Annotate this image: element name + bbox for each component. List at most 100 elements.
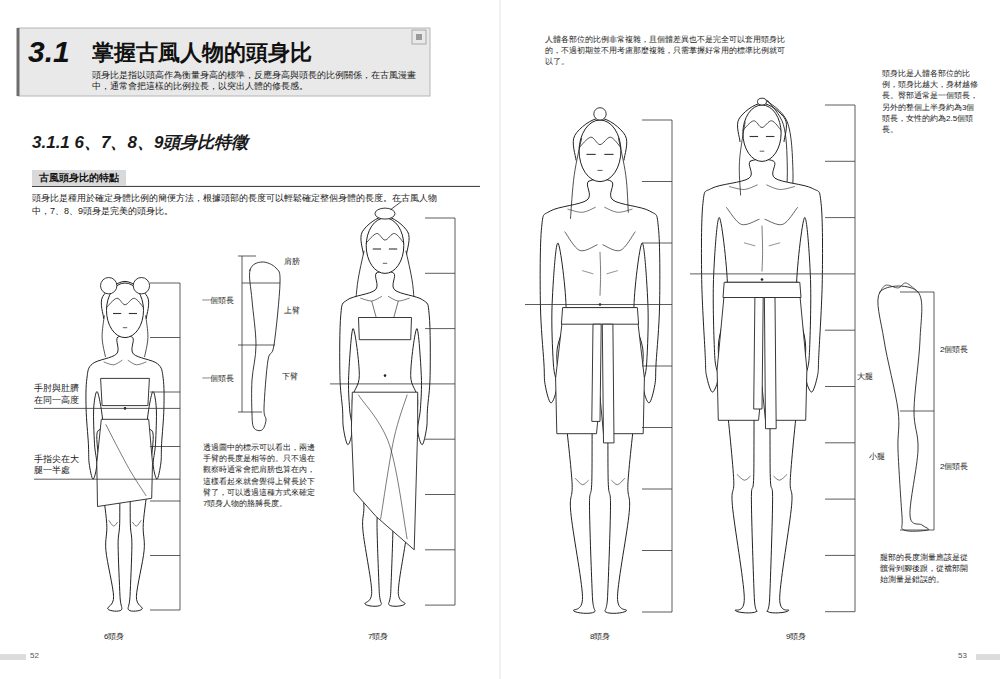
- body-text: 頭身比是種用於確定身體比例的簡便方法，根據頭部的長度可以輕鬆確定整個身體的長度。…: [32, 192, 452, 217]
- corner-ornament: [416, 34, 422, 40]
- part-name: 上臂: [284, 306, 300, 316]
- hair-bangs: [366, 233, 404, 242]
- measure-tick: [900, 292, 934, 293]
- hair-bangs: [579, 137, 621, 148]
- collarbone: [104, 360, 122, 364]
- knee-line: [774, 475, 787, 481]
- measure-line: [455, 218, 456, 605]
- hanging-sash: [592, 324, 601, 421]
- long-wrap-skirt: [351, 392, 417, 550]
- hair-strand: [571, 139, 582, 219]
- title-panel: [18, 28, 430, 96]
- mouth: [123, 327, 127, 328]
- collarbone: [361, 297, 382, 302]
- intro-text: 頭身比是指以頭高作為衡量身高的標準，反應身高與頭長的比例關係，在古風漫畫中，通常…: [92, 70, 422, 93]
- measure-line: [855, 105, 856, 612]
- side-lock: [145, 316, 148, 357]
- hanging-sash: [602, 324, 614, 443]
- title-accent: [17, 28, 20, 96]
- note-text: 腿部的長度測量應該是從髖骨到腳後跟，從襠部開始測量是錯誤的。: [880, 552, 972, 586]
- head: [579, 120, 621, 182]
- collarbone: [128, 360, 146, 364]
- belt: [561, 308, 638, 325]
- knee-line: [612, 479, 625, 485]
- measure-tick: [825, 161, 855, 162]
- abdomen-line: [583, 271, 594, 274]
- figure-caption: 6頭身: [104, 632, 124, 642]
- chapter-title: 掌握古風人物的頭身比: [92, 40, 312, 66]
- measure-tick: [825, 611, 855, 612]
- chest-wrap: [359, 318, 412, 340]
- annotation: 手肘與肚臍在同一高度: [34, 383, 81, 406]
- navel: [761, 278, 764, 281]
- strap: [372, 301, 377, 318]
- topknot: [594, 108, 606, 120]
- chest-line: [765, 208, 798, 225]
- navel: [384, 374, 387, 377]
- body-outline: [701, 159, 822, 613]
- measure-tick: [425, 549, 455, 550]
- measure-tick: [642, 489, 672, 490]
- chest-line: [565, 232, 597, 251]
- measure-tick: [825, 386, 855, 387]
- collarbone: [767, 185, 795, 190]
- hair-bangs: [743, 121, 781, 131]
- page-number: 52: [30, 651, 39, 661]
- abdomen-line: [600, 252, 602, 295]
- measure-tick: [330, 383, 455, 384]
- body-outline: [540, 179, 660, 613]
- figure-caption: 9頭身: [786, 632, 806, 642]
- hair-strand: [739, 122, 745, 195]
- hair-strand: [619, 139, 629, 213]
- measure-tick: [642, 120, 672, 121]
- eye: [587, 154, 596, 155]
- dimension: 2個頭長: [940, 462, 968, 472]
- measure-tick: [900, 411, 934, 412]
- collarbone: [389, 297, 410, 302]
- measure-tick: [242, 283, 280, 284]
- note-text: 人體各部位的比例非常複雜，且個體差異也不是完全可以套用頭身比的，不過初期並不用考…: [545, 34, 785, 68]
- leader-line: [34, 408, 180, 409]
- part-name: 大腿: [857, 372, 873, 382]
- measure-tick: [425, 328, 455, 329]
- leader-line: [34, 479, 180, 480]
- mouth: [598, 170, 603, 171]
- leg-drawing: [878, 286, 929, 531]
- measure-line: [242, 256, 243, 412]
- dimension: 一個頭長: [202, 374, 234, 384]
- abdomen-line: [762, 226, 764, 271]
- measure-tick: [150, 337, 180, 338]
- measure-tick: [150, 501, 180, 502]
- measure-tick: [825, 330, 855, 331]
- measure-tick: [150, 283, 180, 284]
- measure-tick: [825, 499, 855, 500]
- strap: [394, 301, 399, 318]
- wrap-skirt: [97, 419, 153, 506]
- measure-tick: [525, 304, 672, 305]
- measure-tick: [690, 273, 855, 274]
- shorts: [717, 282, 807, 420]
- measure-tick: [238, 345, 275, 346]
- section-number: 3.1: [28, 34, 70, 70]
- body-outline: [86, 335, 164, 611]
- corner-ornament: [412, 30, 426, 44]
- measure-tick: [150, 555, 180, 556]
- measure-tick: [238, 412, 262, 413]
- hair-bun: [375, 208, 395, 219]
- measure-tick: [825, 217, 855, 218]
- side-lock: [102, 316, 105, 357]
- tab-label: 古風頭身比的特點: [39, 172, 119, 184]
- gutter: [499, 0, 501, 679]
- shorts: [556, 308, 645, 434]
- measure-tick: [150, 610, 180, 611]
- eye: [604, 154, 613, 155]
- fold-line: [359, 395, 408, 539]
- knee-line: [133, 521, 141, 527]
- part-name: 肩膀: [284, 257, 300, 267]
- measure-tick: [425, 218, 455, 219]
- head: [366, 218, 404, 273]
- hair-bangs: [107, 298, 144, 307]
- measure-tick: [900, 530, 934, 531]
- eye: [389, 248, 397, 249]
